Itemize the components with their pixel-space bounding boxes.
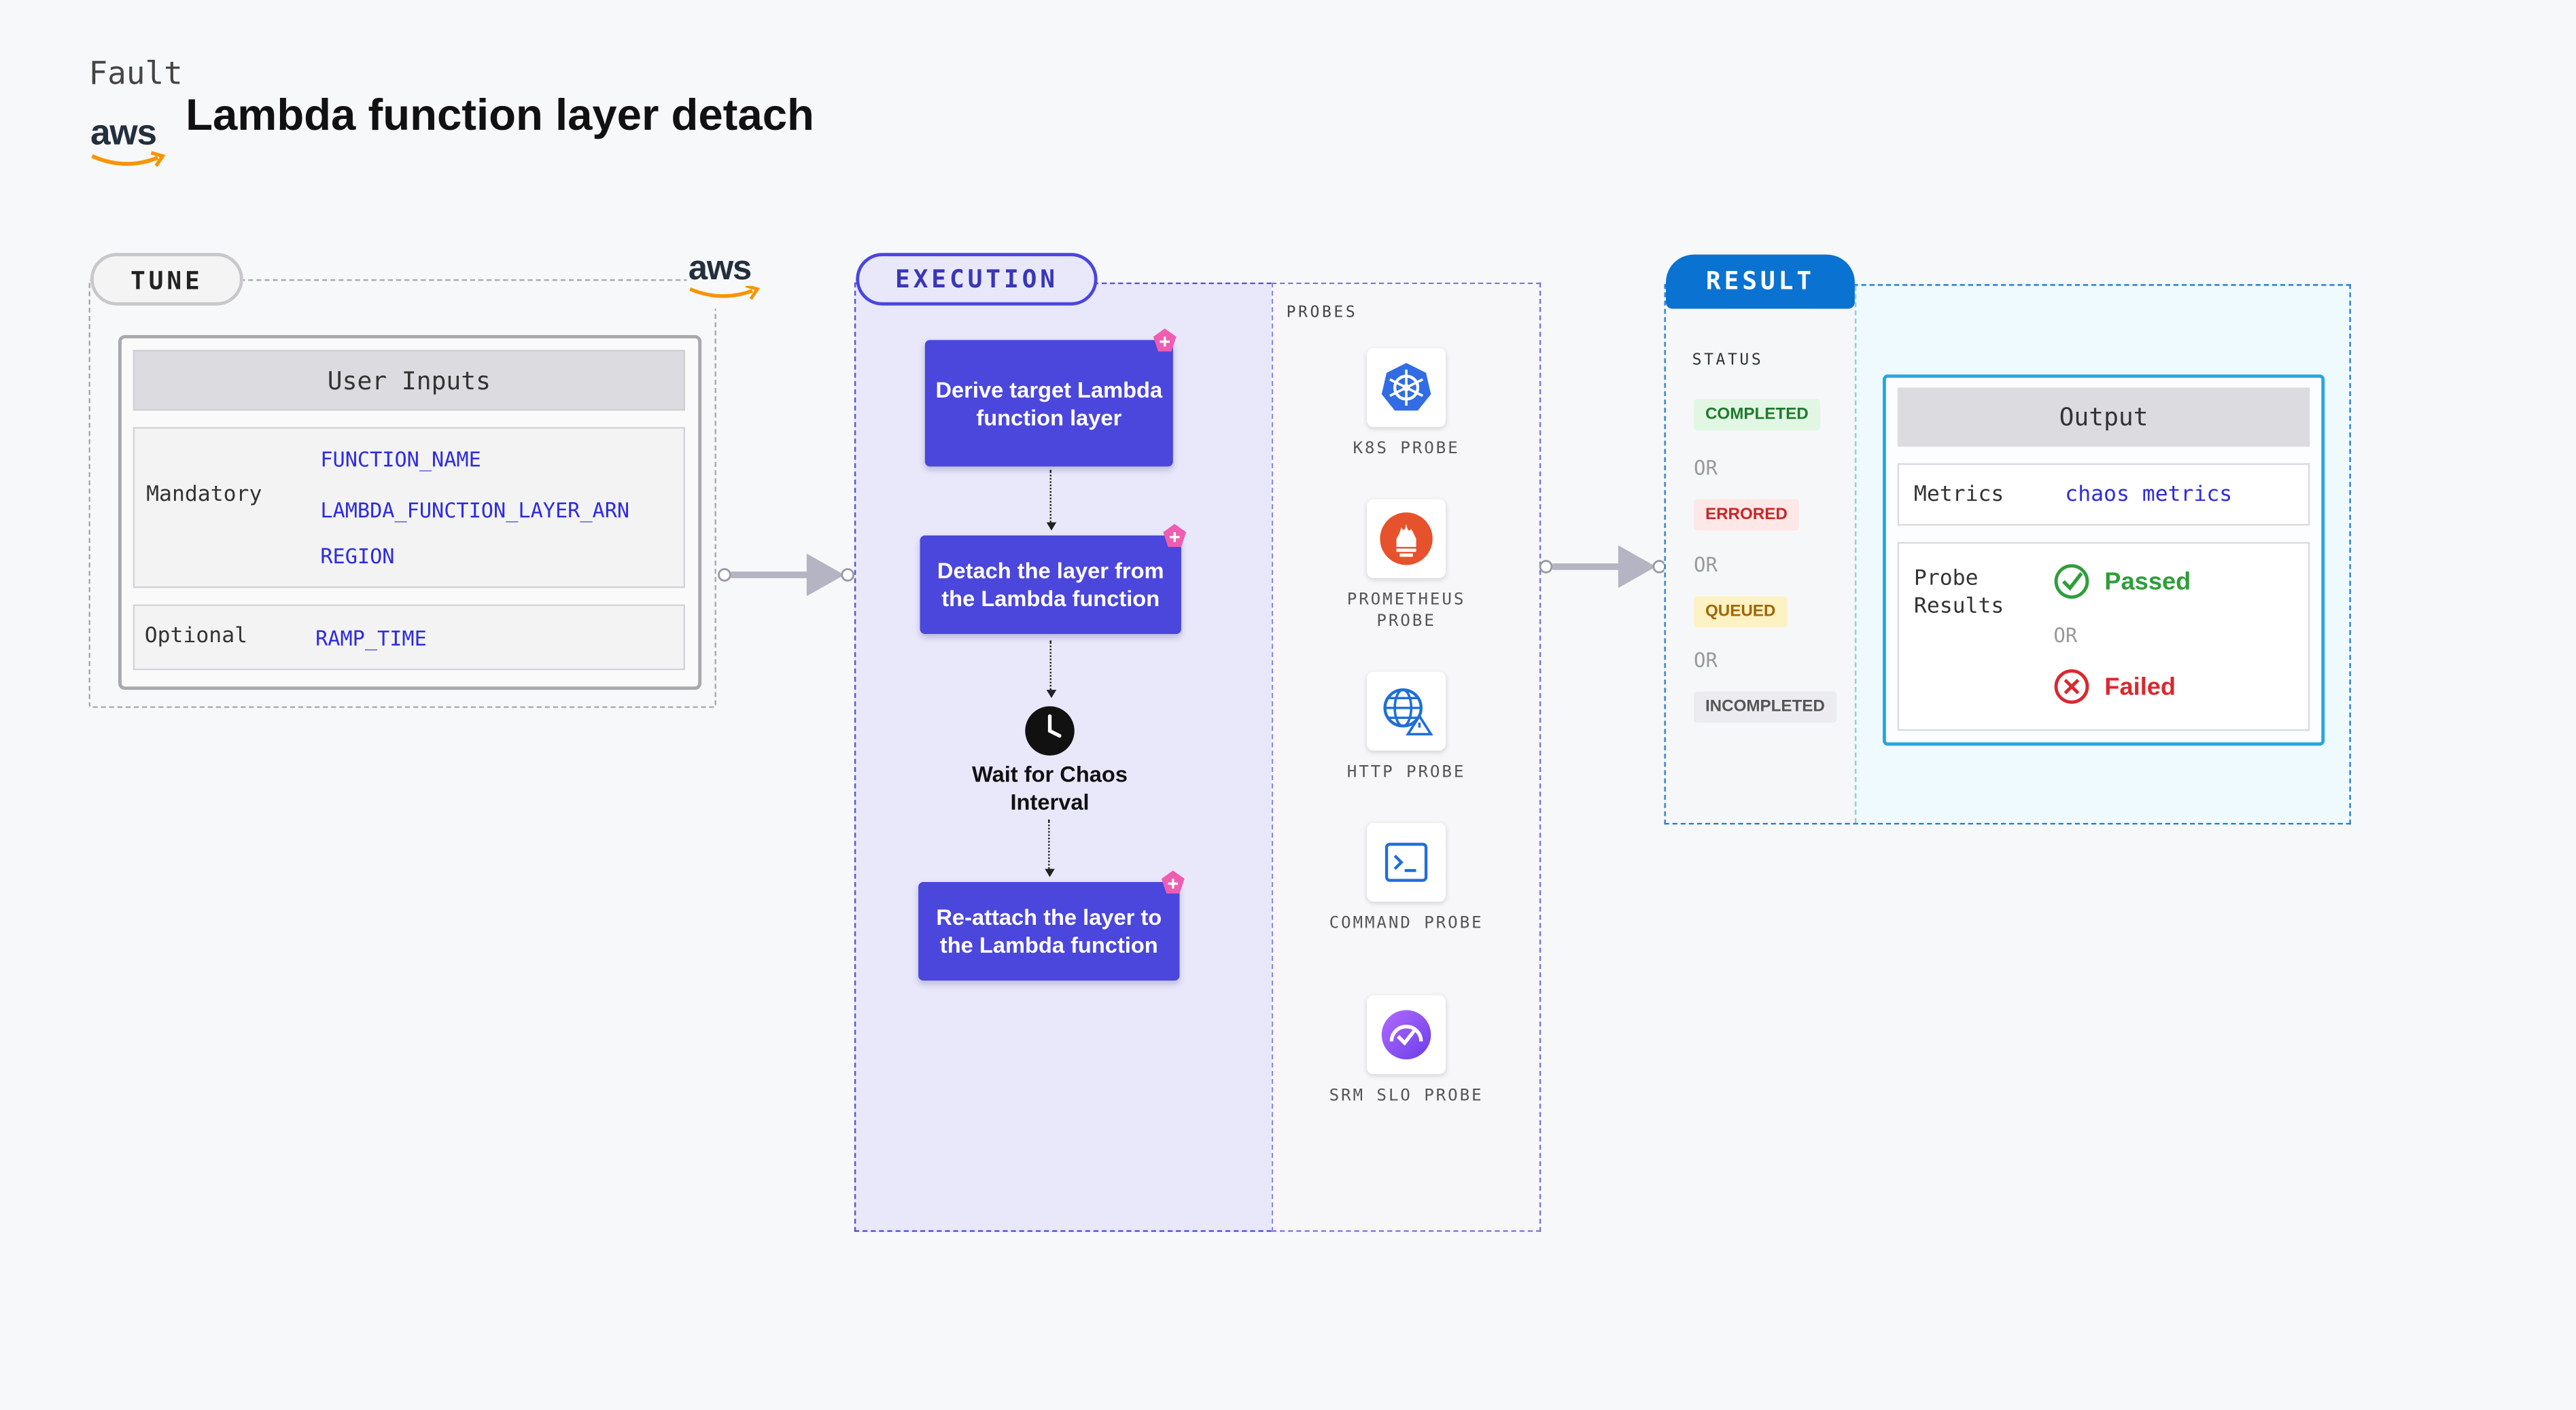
wait-chaos-interval-label: Wait for Chaos Interval xyxy=(971,762,1128,815)
tune-to-execution-arrow xyxy=(718,553,855,597)
http-probe-label: HTTP PROBE xyxy=(1346,763,1466,782)
metrics-value: chaos metrics xyxy=(2065,482,2233,508)
step-connector-arrowhead xyxy=(1045,690,1056,699)
prometheus-icon xyxy=(1380,512,1433,565)
status-column xyxy=(1665,285,1857,823)
chaos-marker-icon xyxy=(1153,328,1177,352)
status-title: STATUS xyxy=(1692,351,1764,370)
failed-x-icon xyxy=(2054,669,2089,704)
optional-label: Optional xyxy=(144,624,248,649)
step-connector xyxy=(1048,819,1050,873)
output-title: Output xyxy=(1897,387,2310,447)
probes-title: PROBES xyxy=(1286,304,1358,322)
status-queued-badge: QUEUED xyxy=(1694,596,1788,628)
command-probe-card xyxy=(1367,822,1446,902)
mandatory-label: Mandatory xyxy=(146,482,262,508)
optional-box xyxy=(133,604,685,671)
probe-results-label: Probe Results xyxy=(1913,566,2004,620)
result-label: RESULT xyxy=(1665,254,1855,309)
status-incompleted-badge: INCOMPLETED xyxy=(1694,691,1837,723)
mandatory-box xyxy=(133,427,685,588)
tune-label: TUNE xyxy=(90,253,243,306)
step-connector xyxy=(1049,470,1051,526)
srm-slo-probe-card xyxy=(1367,995,1446,1074)
probe-results-box xyxy=(1897,542,2310,731)
execution-to-result-arrow xyxy=(1539,545,1667,588)
metrics-row xyxy=(1897,463,2310,526)
status-errored-badge: ERRORED xyxy=(1694,499,1799,531)
failed-label: Failed xyxy=(2104,673,2176,702)
http-probe-card xyxy=(1367,671,1446,751)
metrics-label: Metrics xyxy=(1913,482,2004,508)
aws-logo-text: aws xyxy=(90,111,157,153)
param-region: REGION xyxy=(320,544,395,569)
prometheus-probe-label: PROMETHEUS PROBE xyxy=(1346,591,1466,631)
or-text: OR xyxy=(1694,648,1718,672)
passed-check-icon xyxy=(2054,564,2089,599)
k8s-probe-label: K8S PROBE xyxy=(1353,440,1460,459)
step-detach-layer: Detach the layer from the Lambda functio… xyxy=(920,535,1181,635)
page-title: Lambda function layer detach xyxy=(186,90,814,140)
param-ramp-time: RAMP_TIME xyxy=(315,625,427,651)
tune-aws-logo: aws xyxy=(686,249,769,309)
step-connector xyxy=(1049,640,1051,694)
or-text: OR xyxy=(1694,456,1718,480)
step-connector-arrowhead xyxy=(1045,522,1056,531)
aws-smile-icon xyxy=(689,285,761,300)
param-function-name: FUNCTION_NAME xyxy=(320,446,481,472)
step-connector-arrowhead xyxy=(1044,868,1054,877)
command-probe-label: COMMAND PROBE xyxy=(1329,915,1484,933)
tune-aws-logo-text: aws xyxy=(688,249,752,287)
status-completed-badge: COMPLETED xyxy=(1694,399,1820,431)
k8s-probe-card xyxy=(1367,348,1446,427)
chaos-marker-icon xyxy=(1163,524,1187,547)
step-reattach-layer: Re-attach the layer to the Lambda functi… xyxy=(918,881,1180,981)
passed-label: Passed xyxy=(2104,568,2191,597)
aws-logo: aws xyxy=(89,111,171,177)
or-text: OR xyxy=(1694,553,1718,577)
step-derive-target: Derive target Lambda function layer xyxy=(924,340,1173,467)
srm-slo-probe-label: SRM SLO PROBE xyxy=(1329,1087,1484,1106)
param-lambda-function-layer-arn: LAMBDA_FUNCTION_LAYER_ARN xyxy=(320,497,630,523)
chaos-marker-icon xyxy=(1161,870,1185,894)
slo-icon xyxy=(1381,1010,1431,1060)
clock-icon xyxy=(1025,706,1075,756)
globe-icon xyxy=(1383,688,1433,736)
aws-smile-icon xyxy=(91,151,166,167)
fault-eyebrow: Fault xyxy=(88,56,183,92)
tune-section xyxy=(88,279,716,708)
prometheus-probe-card xyxy=(1367,499,1446,578)
terminal-icon xyxy=(1385,843,1428,882)
kubernetes-icon xyxy=(1381,363,1431,411)
user-inputs-title: User Inputs xyxy=(133,349,685,411)
or-text: OR xyxy=(2053,624,2078,648)
execution-label: EXECUTION xyxy=(856,253,1098,306)
